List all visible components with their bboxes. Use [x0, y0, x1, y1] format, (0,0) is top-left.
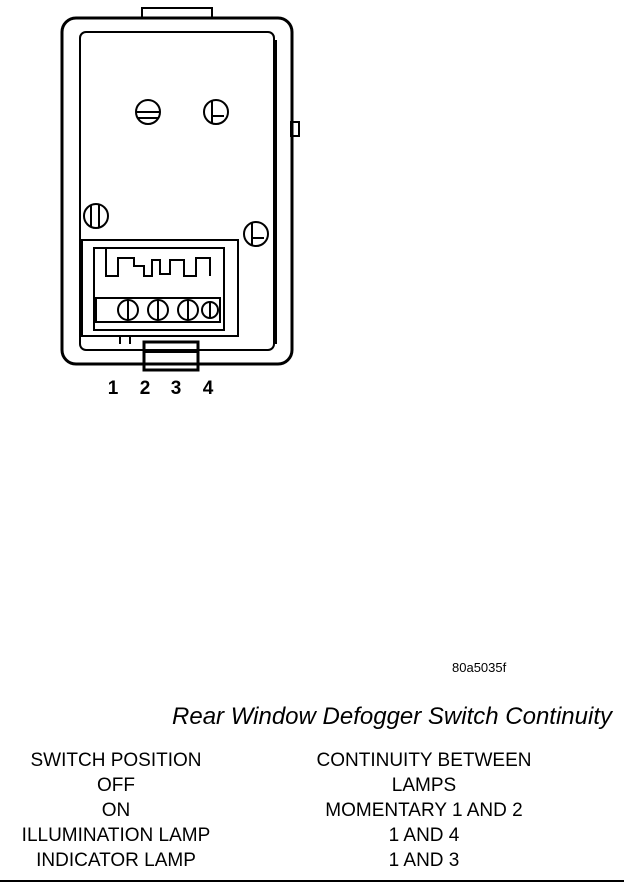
table-row: ON MOMENTARY 1 AND 2	[0, 798, 624, 823]
table-cell: 1 AND 3	[388, 850, 460, 871]
switch-housing-outer	[60, 16, 294, 366]
switch-diagram	[60, 7, 300, 372]
table-row: INDICATOR LAMP 1 AND 3	[0, 848, 624, 873]
switch-housing-inner	[79, 31, 275, 351]
screw-mid-left	[83, 203, 109, 229]
table-cell: 1 AND 4	[388, 825, 460, 846]
pin-label-4: 4	[202, 378, 214, 399]
switch-side-latch	[290, 121, 300, 137]
bottom-rule	[0, 880, 624, 882]
switch-bottom-tab	[142, 340, 200, 372]
pin-label-1: 1	[107, 378, 119, 399]
pin-label-3: 3	[170, 378, 182, 399]
connector-shell	[93, 247, 225, 331]
header-switch-position: SWITCH POSITION	[30, 750, 202, 771]
terminal-pins	[117, 299, 219, 321]
figure-caption: Rear Window Defogger Switch Continuity	[172, 703, 612, 730]
table-header-row: SWITCH POSITION CONTINUITY BETWEEN	[0, 748, 624, 773]
table-cell: LAMPS	[391, 775, 457, 796]
screw-mid-right	[243, 221, 269, 247]
table-cell: ILLUMINATION LAMP	[21, 825, 211, 846]
figure-code: 80a5035f	[452, 660, 507, 675]
table-row: OFF LAMPS	[0, 773, 624, 798]
screw-top-left	[135, 99, 161, 125]
table-row: ILLUMINATION LAMP 1 AND 4	[0, 823, 624, 848]
header-continuity-between: CONTINUITY BETWEEN	[316, 750, 532, 771]
table-cell: ON	[101, 800, 131, 821]
connector-contacts	[105, 248, 211, 277]
continuity-table: SWITCH POSITION CONTINUITY BETWEEN OFF L…	[0, 748, 624, 873]
switch-top-tab	[141, 7, 213, 18]
connector-block	[81, 239, 239, 337]
table-cell: INDICATOR LAMP	[36, 850, 196, 871]
pin-label-2: 2	[139, 378, 151, 399]
screw-top-right	[203, 99, 229, 125]
table-cell: MOMENTARY 1 AND 2	[325, 800, 523, 821]
terminal-strip	[95, 297, 221, 323]
table-cell: OFF	[97, 775, 135, 796]
